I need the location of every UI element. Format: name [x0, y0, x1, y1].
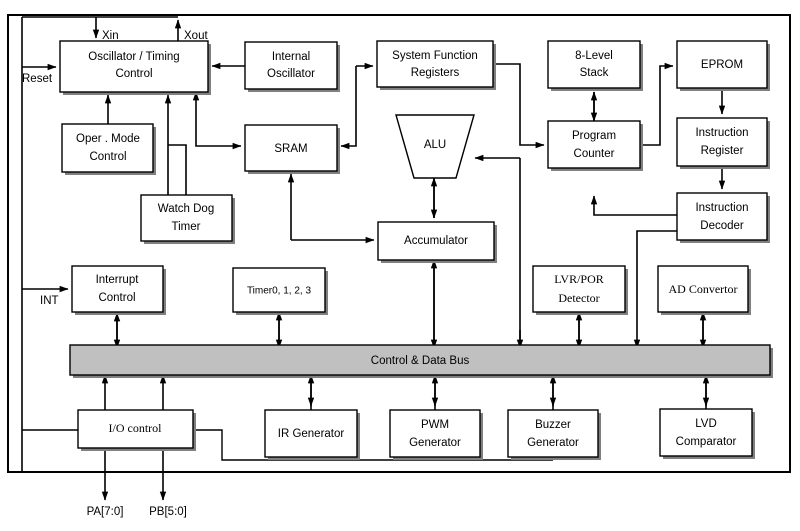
block-ir-generator[interactable]: IR Generator [264, 409, 360, 460]
block-internal-oscillator[interactable]: Internal Oscillator [244, 41, 340, 92]
signal-label-int: INT [40, 295, 59, 307]
block-timers[interactable]: Timer0, 1, 2, 3 [232, 267, 328, 315]
block-program-counter[interactable]: Program Counter [547, 120, 643, 171]
block-label-line2: Generator [527, 437, 579, 449]
block-label-line1: Buzzer [535, 419, 571, 431]
block-label-line1: SRAM [274, 143, 307, 155]
block-label-line1: ALU [424, 139, 446, 151]
signal-label-pa: PA[7:0] [87, 506, 124, 518]
block-label-line2: Generator [409, 437, 461, 449]
block-watch-dog-timer[interactable]: Watch Dog Timer [140, 194, 235, 244]
block-label-line2: Register [701, 145, 744, 157]
wire-wdt-bend [168, 144, 187, 195]
block-label-line1: Instruction [695, 202, 748, 214]
block-ad-convertor[interactable]: AD Convertor [657, 265, 751, 315]
wire-osc-to-sram [195, 95, 242, 150]
block-label-line2: Decoder [700, 220, 744, 232]
signal-label-pb: PB[5:0] [149, 506, 187, 518]
block-label-line1: Internal [272, 51, 310, 63]
wire-pc-to-eprom [640, 62, 674, 146]
block-label-line1: Timer0, 1, 2, 3 [247, 286, 312, 297]
block-io-control[interactable]: I/O control [77, 409, 196, 451]
block-label-line2: Counter [574, 148, 615, 160]
block-alu[interactable]: ALU [395, 114, 475, 179]
block-accumulator[interactable]: Accumulator [377, 221, 497, 263]
block-label-line1: LVR/POR [554, 272, 604, 286]
block-buzzer-generator[interactable]: Buzzer Generator [507, 409, 601, 460]
block-label-line2: Control [98, 292, 135, 304]
signal-label-xin: Xin [102, 30, 119, 42]
block-label-line1: 8-Level [575, 50, 613, 62]
block-pwm-generator[interactable]: PWM Generator [389, 409, 483, 460]
block-label-line1: System Function [392, 50, 478, 62]
wires [21, 16, 726, 501]
block-label-line2: Comparator [676, 436, 737, 448]
block-oper-mode-control[interactable]: Oper . Mode Control [61, 123, 156, 175]
block-instruction-decoder[interactable]: Instruction Decoder [676, 192, 770, 243]
block-eprom[interactable]: EPROM [676, 40, 770, 91]
wire-idec-to-bus [633, 230, 677, 349]
wire-io-to-gen-rail [193, 429, 553, 461]
block-label-line1: I/O control [109, 421, 163, 435]
block-system-function-registers[interactable]: System Function Registers [376, 40, 496, 90]
block-lvr-por-detector[interactable]: LVR/POR Detector [532, 265, 628, 315]
block-label-line1: Oper . Mode [76, 133, 140, 145]
block-label-line1: EPROM [701, 59, 743, 71]
block-label-line2: Detector [558, 291, 599, 305]
wire-sfr-to-pc [493, 63, 545, 149]
block-label-line1: LVD [695, 418, 717, 430]
block-label-line1: PWM [421, 419, 449, 431]
block-lvd-comparator[interactable]: LVD Comparator [659, 408, 755, 459]
block-label-line2: Control [115, 68, 152, 80]
block-instruction-register[interactable]: Instruction Register [676, 117, 770, 169]
block-label-line2: Control [89, 151, 126, 163]
wire-sfrline-to-sram [340, 66, 357, 150]
signal-label-reset: Reset [22, 73, 53, 85]
chip-boundary [7, 14, 791, 473]
bus-label: Control & Data Bus [371, 355, 470, 367]
block-oscillator-timing-control[interactable]: Oscillator / Timing Control [59, 40, 211, 95]
block-8-level-stack[interactable]: 8-Level Stack [547, 40, 643, 91]
wire-idec-to-pc [590, 195, 677, 216]
block-label-line2: Stack [580, 67, 609, 79]
block-label-line1: IR Generator [278, 428, 345, 440]
block-label-line1: Oscillator / Timing [88, 51, 179, 63]
control-data-bus[interactable]: Control & Data Bus [69, 344, 773, 378]
block-interrupt-control[interactable]: Interrupt Control [71, 265, 166, 315]
block-label-line1: Accumulator [404, 235, 468, 247]
signal-labels: Xin Xout Reset INT PA[7:0] PB[5:0] [22, 30, 208, 518]
block-label-line1: Program [572, 130, 616, 142]
block-label-line1: AD Convertor [669, 282, 738, 296]
signal-label-xout: Xout [184, 30, 208, 42]
block-label-line1: Watch Dog [158, 203, 214, 215]
block-label-line2: Timer [172, 221, 201, 233]
block-sram[interactable]: SRAM [244, 124, 340, 174]
block-label-line1: Interrupt [96, 274, 140, 286]
block-label-line1: Instruction [695, 127, 748, 139]
block-label-line2: Registers [411, 67, 460, 79]
block-label-line2: Oscillator [267, 68, 315, 80]
